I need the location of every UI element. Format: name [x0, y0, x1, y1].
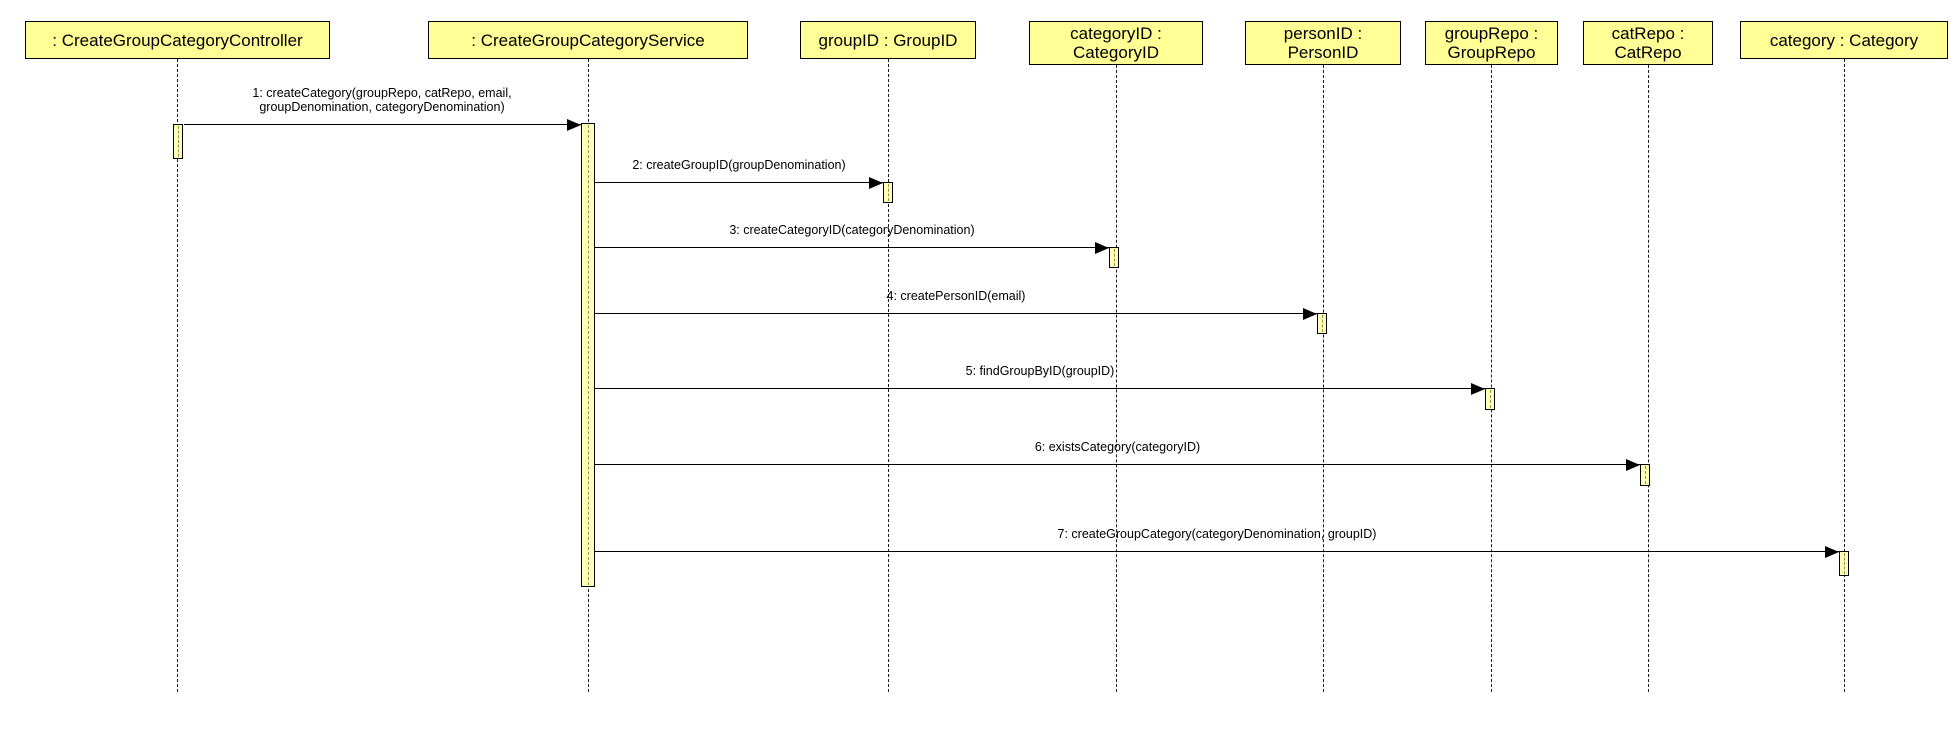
participant-label: personID :: [1283, 24, 1363, 43]
participant-groupid[interactable]: groupID : GroupID: [800, 21, 976, 59]
message-arrow-1[interactable]: [184, 118, 581, 131]
arrowhead-icon: [567, 118, 581, 131]
arrowhead-icon: [1095, 241, 1109, 254]
message-arrow-2[interactable]: [595, 176, 883, 189]
participant-label: groupRepo :: [1444, 24, 1539, 43]
participant-controller[interactable]: : CreateGroupCategoryController: [25, 21, 330, 59]
participant-label: category : Category: [1769, 30, 1919, 50]
participant-label: : CreateGroupCategoryController: [52, 30, 303, 50]
message-arrow-7[interactable]: [595, 545, 1839, 558]
activation-catrepo[interactable]: [1640, 464, 1650, 486]
participant-personid[interactable]: personID : PersonID: [1245, 21, 1401, 65]
participant-catrepo[interactable]: catRepo : CatRepo: [1583, 21, 1713, 65]
participant-category[interactable]: category : Category: [1740, 21, 1948, 59]
activation-service[interactable]: [581, 123, 595, 587]
message-label-7: 7: createGroupCategory(categoryDenominat…: [595, 527, 1839, 541]
participant-label: catRepo :: [1611, 24, 1685, 43]
message-label-2: 2: createGroupID(groupDenomination): [595, 158, 883, 172]
message-label-line: 3: createCategoryID(categoryDenomination…: [729, 223, 975, 237]
arrowhead-icon: [1825, 545, 1839, 558]
message-label-6: 6: existsCategory(categoryID): [595, 440, 1640, 454]
message-label-4: 4: createPersonID(email): [595, 289, 1317, 303]
participant-label: PersonID: [1287, 43, 1359, 62]
participant-categoryid[interactable]: categoryID : CategoryID: [1029, 21, 1203, 65]
message-label-line: 1: createCategory(groupRepo, catRepo, em…: [252, 86, 512, 100]
activation-groupid[interactable]: [883, 182, 893, 203]
activation-controller[interactable]: [173, 124, 183, 159]
activation-categoryid[interactable]: [1109, 247, 1119, 268]
participant-service[interactable]: : CreateGroupCategoryService: [428, 21, 748, 59]
message-label-line: 5: findGroupByID(groupID): [965, 364, 1115, 378]
participant-label: CatRepo: [1614, 43, 1682, 62]
lifeline-grouprepo: [1491, 65, 1492, 692]
message-arrow-3[interactable]: [595, 241, 1109, 254]
message-label-line: 7: createGroupCategory(categoryDenominat…: [1057, 527, 1377, 541]
participant-label: categoryID :: [1070, 24, 1162, 43]
participant-label: : CreateGroupCategoryService: [471, 30, 705, 50]
lifeline-personid: [1323, 65, 1324, 692]
message-label-5: 5: findGroupByID(groupID): [595, 364, 1485, 378]
activation-category[interactable]: [1839, 551, 1849, 576]
arrowhead-icon: [1303, 307, 1317, 320]
arrowhead-icon: [869, 176, 883, 189]
lifeline-controller: [177, 59, 178, 692]
lifeline-groupid: [888, 59, 889, 692]
message-arrow-4[interactable]: [595, 307, 1317, 320]
lifeline-catrepo: [1648, 65, 1649, 692]
lifeline-category: [1844, 59, 1845, 692]
message-label-line: 6: existsCategory(categoryID): [1034, 440, 1201, 454]
message-label-3: 3: createCategoryID(categoryDenomination…: [595, 223, 1109, 237]
arrowhead-icon: [1471, 382, 1485, 395]
participant-grouprepo[interactable]: groupRepo : GroupRepo: [1425, 21, 1558, 65]
participant-label: GroupRepo: [1447, 43, 1536, 62]
message-arrow-6[interactable]: [595, 458, 1640, 471]
activation-grouprepo[interactable]: [1485, 388, 1495, 410]
participant-label: CategoryID: [1073, 43, 1159, 62]
message-label-line: 4: createPersonID(email): [886, 289, 1026, 303]
arrowhead-icon: [1626, 458, 1640, 471]
participant-label: groupID : GroupID: [818, 30, 958, 50]
message-arrow-5[interactable]: [595, 382, 1485, 395]
message-label-line: groupDenomination, categoryDenomination): [259, 100, 505, 114]
activation-personid[interactable]: [1317, 313, 1327, 334]
message-label-line: 2: createGroupID(groupDenomination): [632, 158, 846, 172]
lifeline-categoryid: [1116, 65, 1117, 692]
message-label-1: 1: createCategory(groupRepo, catRepo, em…: [202, 86, 562, 114]
